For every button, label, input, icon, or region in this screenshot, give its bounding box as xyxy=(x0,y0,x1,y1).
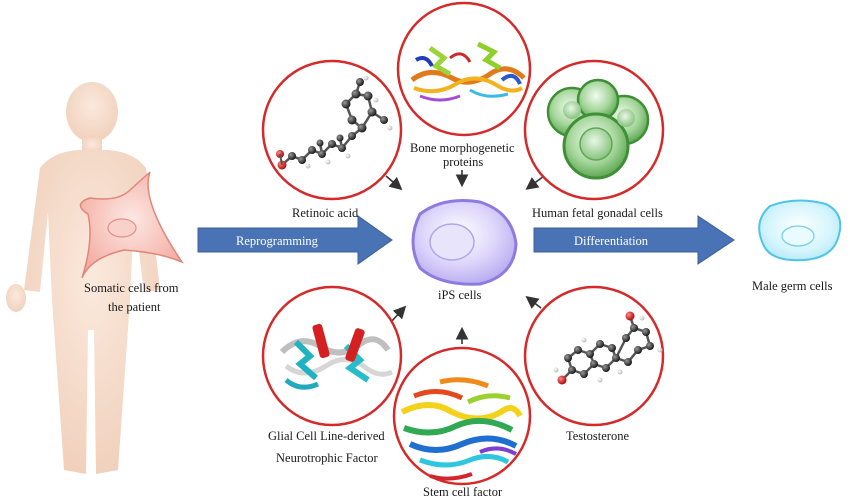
gdnf-label-line1: Glial Cell Line-derived xyxy=(268,429,385,443)
stem-cell-factor-label: Stem cell factor xyxy=(423,485,503,499)
ips-cell xyxy=(411,199,518,286)
steroid-molecule-icon xyxy=(553,311,663,385)
differentiation-arrow xyxy=(533,215,735,265)
human-body-silhouette xyxy=(6,82,160,474)
male-germ-cell xyxy=(758,199,842,262)
pointer-arrows xyxy=(385,170,545,344)
gdnf-label-line2: Neurotrophic Factor xyxy=(276,451,378,465)
somatic-cell xyxy=(79,171,185,279)
testosterone-label: Testosterone xyxy=(566,429,629,443)
differentiation-label: Differentiation xyxy=(574,234,649,248)
protein-ribbon-icon xyxy=(410,41,526,102)
ball-stick-molecule-icon xyxy=(276,75,393,170)
protein-ribbon-icon-gdnf xyxy=(279,323,394,390)
somatic-cells-label-line2: the patient xyxy=(108,300,161,314)
bmp-label-line2: proteins xyxy=(443,155,484,169)
green-cell-cluster-icon xyxy=(546,78,650,180)
retinoic-acid-label: Retinoic acid xyxy=(292,206,359,220)
male-germ-cells-label: Male germ cells xyxy=(752,279,833,293)
ips-cells-label: iPS cells xyxy=(438,288,482,302)
bmp-label-line1: Bone morphogenetic xyxy=(410,141,515,155)
fetal-gonadal-cells-label: Human fetal gonadal cells xyxy=(532,206,663,220)
somatic-cells-label-line1: Somatic cells from xyxy=(84,281,179,295)
protein-helix-icon xyxy=(400,377,523,481)
reprogramming-label: Reprogramming xyxy=(236,234,318,248)
reprogramming-arrow xyxy=(197,215,393,265)
